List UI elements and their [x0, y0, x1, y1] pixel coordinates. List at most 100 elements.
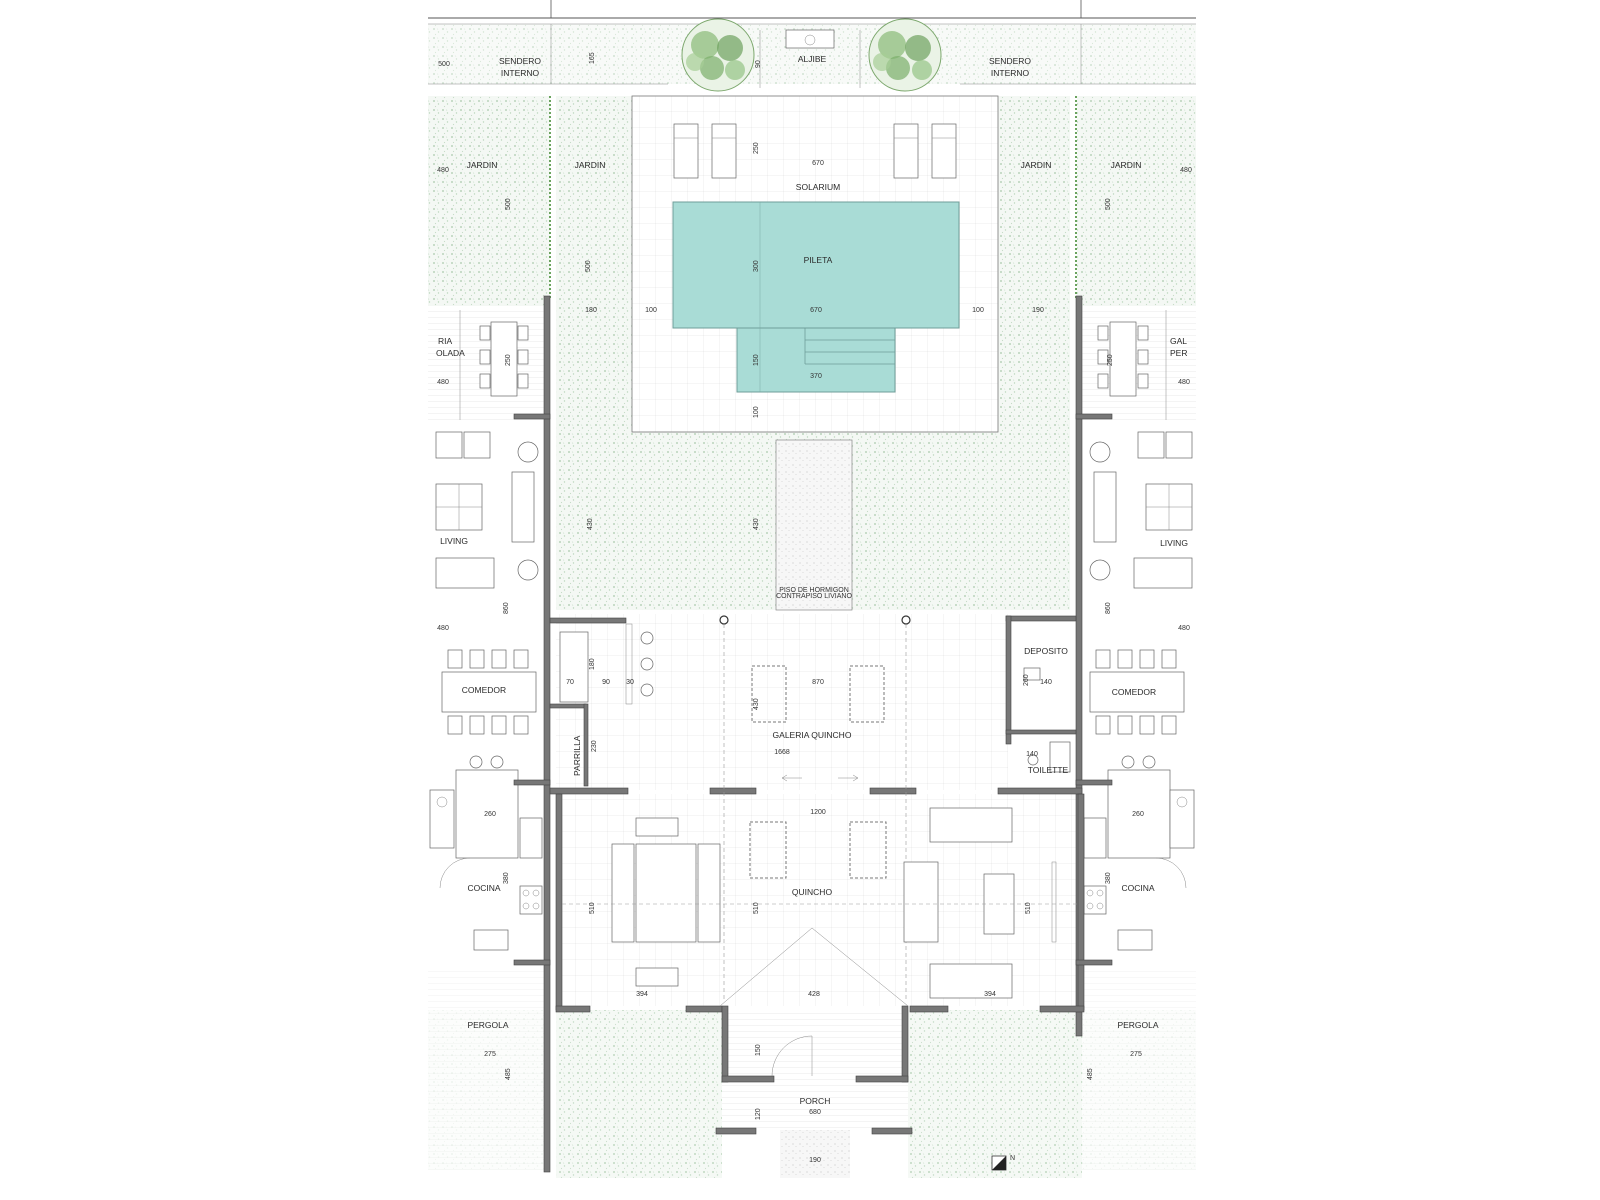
solarium-label: SOLARIUM [796, 182, 840, 192]
cocina-left-label: COCINA [467, 883, 500, 893]
svg-text:250: 250 [753, 142, 760, 154]
svg-text:380: 380 [503, 872, 510, 884]
tree-left-icon [681, 18, 755, 92]
svg-text:30: 30 [626, 679, 634, 686]
svg-text:140: 140 [1026, 751, 1038, 758]
deposito-label: DEPOSITO [1024, 646, 1068, 656]
svg-text:480: 480 [1178, 625, 1190, 632]
svg-text:430: 430 [753, 698, 760, 710]
living-right-label: LIVING [1160, 538, 1188, 548]
svg-text:870: 870 [812, 679, 824, 686]
svg-text:485: 485 [1087, 1068, 1094, 1080]
svg-text:250: 250 [505, 354, 512, 366]
dimension-labels: 500 165 90 480 480 500 500 250 670 500 3… [437, 52, 1192, 1164]
cocina-right-label: COCINA [1121, 883, 1154, 893]
galeria-right-1: GAL [1170, 336, 1187, 346]
quincho-label: QUINCHO [792, 887, 833, 897]
galeria-quincho-floor [556, 614, 1008, 790]
walls [513, 295, 1113, 1173]
svg-text:100: 100 [753, 406, 760, 418]
svg-text:670: 670 [810, 307, 822, 314]
jardin-label-4: JARDIN [1111, 160, 1142, 170]
svg-text:394: 394 [984, 991, 996, 998]
svg-text:165: 165 [589, 52, 596, 64]
galeria-quincho-label: GALERIA QUINCHO [773, 730, 852, 740]
svg-text:275: 275 [484, 1051, 496, 1058]
svg-text:250: 250 [1107, 354, 1114, 366]
porch-floor [722, 1010, 908, 1130]
svg-text:1668: 1668 [774, 749, 790, 756]
svg-text:260: 260 [1023, 674, 1030, 686]
svg-text:275: 275 [1130, 1051, 1142, 1058]
svg-text:180: 180 [589, 658, 596, 670]
svg-text:430: 430 [753, 518, 760, 530]
sendero-left-1: SENDERO [499, 56, 541, 66]
svg-text:500: 500 [438, 61, 450, 68]
svg-text:190: 190 [809, 1157, 821, 1164]
svg-text:480: 480 [1178, 379, 1190, 386]
svg-text:90: 90 [755, 60, 762, 68]
svg-text:380: 380 [1105, 872, 1112, 884]
path-note-1: PISO DE HORMIGON [779, 587, 849, 594]
svg-text:680: 680 [809, 1109, 821, 1116]
sendero-right-2: INTERNO [991, 68, 1030, 78]
svg-text:428: 428 [808, 991, 820, 998]
svg-text:100: 100 [645, 307, 657, 314]
sun-loungers [673, 123, 957, 179]
sendero-right-1: SENDERO [989, 56, 1031, 66]
concrete-path [775, 439, 853, 611]
svg-text:370: 370 [810, 373, 822, 380]
svg-text:510: 510 [589, 902, 596, 914]
svg-text:500: 500 [505, 198, 512, 210]
galeria-furniture [559, 615, 1071, 1000]
pileta-label: PILETA [804, 255, 833, 265]
pool [672, 201, 960, 393]
garden-far-right [1077, 96, 1196, 306]
quincho-furniture [562, 807, 1078, 1077]
toilette-label: TOILETTE [1028, 765, 1069, 775]
svg-text:430: 430 [587, 518, 594, 530]
aljibe-label: ALJIBE [798, 54, 827, 64]
svg-text:394: 394 [636, 991, 648, 998]
svg-text:190: 190 [1032, 307, 1044, 314]
jardin-label-2: JARDIN [575, 160, 606, 170]
aljibe [759, 29, 861, 88]
svg-text:230: 230 [591, 740, 598, 752]
comedor-right-label: COMEDOR [1112, 687, 1156, 697]
comedor-left-label: COMEDOR [462, 685, 506, 695]
living-left-label: LIVING [440, 536, 468, 546]
svg-text:260: 260 [484, 811, 496, 818]
svg-text:90: 90 [602, 679, 610, 686]
svg-text:480: 480 [437, 625, 449, 632]
svg-text:860: 860 [1105, 602, 1112, 614]
svg-text:150: 150 [753, 354, 760, 366]
svg-text:150: 150 [755, 1044, 762, 1056]
galeria-left-1: RIA [438, 336, 453, 346]
svg-text:860: 860 [503, 602, 510, 614]
svg-text:1200: 1200 [810, 809, 826, 816]
room-labels: SENDERO INTERNO SENDERO INTERNO ALJIBE J… [436, 54, 1188, 1162]
galeria-right-2: PER [1170, 348, 1187, 358]
parrilla-label: PARRILLA [572, 735, 582, 776]
svg-text:510: 510 [1025, 902, 1032, 914]
svg-text:500: 500 [585, 260, 592, 272]
svg-text:300: 300 [753, 260, 760, 272]
galeria-left-2: OLADA [436, 348, 465, 358]
north-arrow-icon [991, 1155, 1007, 1171]
right-house [1082, 310, 1196, 1170]
svg-text:485: 485 [505, 1068, 512, 1080]
svg-text:510: 510 [753, 902, 760, 914]
svg-text:180: 180 [585, 307, 597, 314]
tree-right-icon [868, 18, 942, 92]
svg-text:140: 140 [1040, 679, 1052, 686]
north-label: N [1010, 1155, 1015, 1162]
pergola-left-label: PERGOLA [467, 1020, 508, 1030]
svg-text:480: 480 [437, 379, 449, 386]
garden-far-left [428, 96, 550, 306]
svg-text:500: 500 [1105, 198, 1112, 210]
svg-text:70: 70 [566, 679, 574, 686]
svg-text:120: 120 [755, 1108, 762, 1120]
sendero-left-2: INTERNO [501, 68, 540, 78]
svg-text:260: 260 [1132, 811, 1144, 818]
